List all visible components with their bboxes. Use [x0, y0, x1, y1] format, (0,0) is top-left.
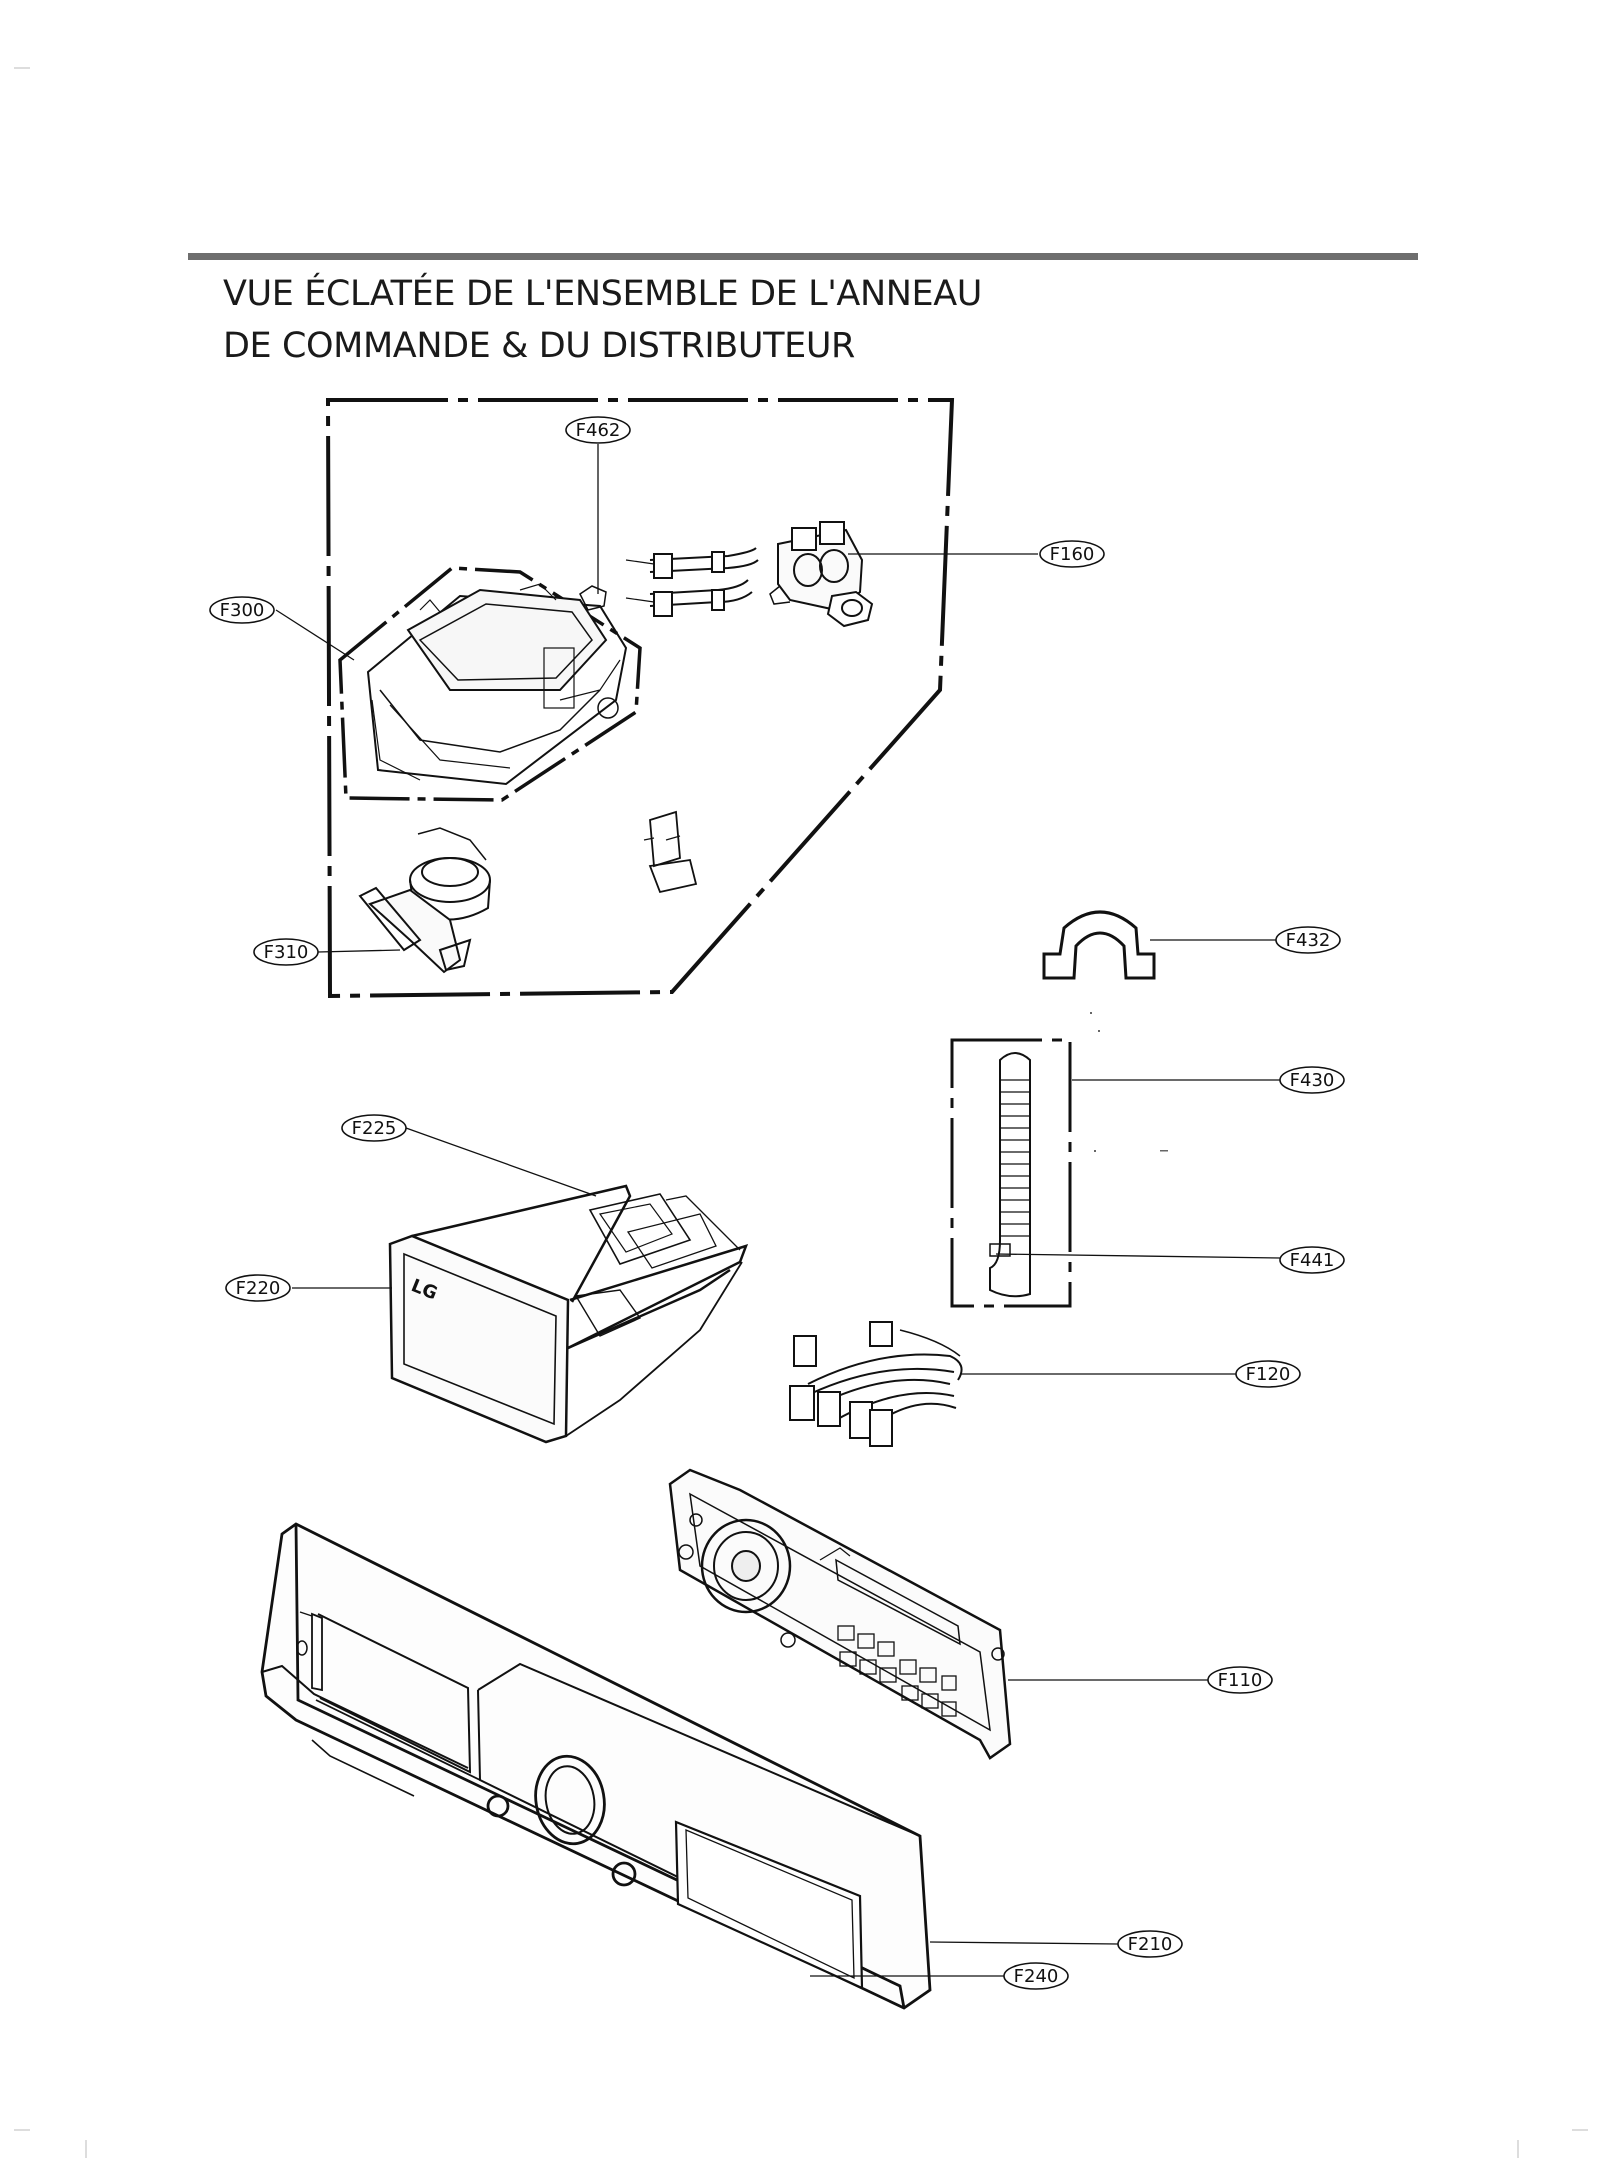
callout-f430: F430 — [1279, 1066, 1345, 1094]
callout-bubble — [209, 596, 275, 624]
detergent-drawer: LG — [388, 1184, 749, 1444]
main-pcb — [668, 1468, 1012, 1760]
callout-label: F462 — [576, 420, 621, 441]
callout-label: F120 — [1246, 1364, 1291, 1385]
callout-f110: F110 — [1207, 1666, 1273, 1694]
callout-bubble — [565, 416, 631, 444]
callout-label: F160 — [1050, 544, 1095, 565]
callout-f432: F432 — [1275, 926, 1341, 954]
callout-bubble — [1117, 1930, 1183, 1958]
callout-bubble — [1207, 1666, 1273, 1694]
inlet-valve — [769, 521, 874, 628]
callout-f441: F441 — [1279, 1246, 1345, 1274]
crop-marks — [14, 67, 1588, 2158]
drain-pipe-assembly — [358, 827, 491, 974]
leader-F225 — [405, 1127, 597, 1197]
callout-label: F430 — [1290, 1070, 1335, 1091]
callout-f240: F240 — [1003, 1962, 1069, 1990]
callout-bubble — [1003, 1962, 1069, 1990]
callout-label: F300 — [220, 600, 265, 621]
leader-F310 — [317, 949, 401, 953]
wire-harness — [789, 1321, 963, 1447]
specks — [1090, 1012, 1168, 1152]
hose-hanger-clip — [1042, 910, 1156, 980]
dispenser-housing — [338, 566, 642, 802]
drain-hose-boundary — [950, 1038, 1072, 1308]
sensor-bracket — [643, 810, 698, 894]
leader-F441 — [995, 1253, 1281, 1259]
callout-label: F210 — [1128, 1934, 1173, 1955]
callout-label: F225 — [352, 1118, 397, 1139]
callout-label: F432 — [1286, 930, 1331, 951]
title-line-1: VUE ÉCLATÉE DE L'ENSEMBLE DE L'ANNEAU — [223, 274, 982, 314]
header-rule — [188, 253, 1418, 260]
callout-bubble — [1235, 1360, 1301, 1388]
callout-f210: F210 — [1117, 1930, 1183, 1958]
callout-bubble — [341, 1114, 407, 1142]
title-line-2: DE COMMANDE & DU DISTRIBUTEUR — [223, 326, 855, 366]
callout-label: F110 — [1218, 1670, 1263, 1691]
callout-f225: F225 — [341, 1114, 407, 1142]
callout-f300: F300 — [209, 596, 275, 624]
callout-f160: F160 — [1039, 540, 1105, 568]
callout-f120: F120 — [1235, 1360, 1301, 1388]
callout-f220: F220 — [225, 1274, 291, 1302]
leader-F210 — [929, 1941, 1119, 1945]
page-title: VUE ÉCLATÉE DE L'ENSEMBLE DE L'ANNEAU DE… — [223, 268, 982, 372]
callout-bubble — [1279, 1246, 1345, 1274]
callout-f462: F462 — [565, 416, 631, 444]
callout-bubble — [1275, 926, 1341, 954]
callout-label: F441 — [1290, 1250, 1335, 1271]
dispenser-group-boundary — [325, 398, 955, 999]
leader-lines — [275, 444, 1281, 1977]
water-hoses — [579, 547, 759, 617]
leader-F300 — [275, 609, 355, 661]
callout-bubble — [1039, 540, 1105, 568]
corrugated-drain-hose — [989, 1052, 1031, 1298]
callout-label: F220 — [236, 1278, 281, 1299]
callout-bubble — [225, 1274, 291, 1302]
callout-label: F310 — [264, 942, 309, 963]
control-panel-front — [260, 1522, 932, 2010]
callout-bubble — [253, 938, 319, 966]
callout-bubble — [1279, 1066, 1345, 1094]
callout-label: F240 — [1014, 1966, 1059, 1987]
callout-f310: F310 — [253, 938, 319, 966]
